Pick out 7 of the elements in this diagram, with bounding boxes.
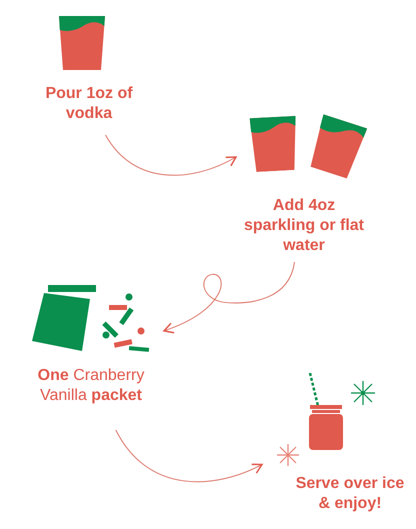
step-text: Add 4oz sparkling or flat water [242,196,366,256]
curved-arrow [163,262,295,334]
step-text: One Cranberry Vanilla packet [36,366,146,406]
step-text: Serve over ice & enjoy! [294,474,406,514]
curved-arrow [105,134,237,176]
curved-arrow [115,430,263,482]
step-text: Pour 1oz of vodka [44,84,134,124]
